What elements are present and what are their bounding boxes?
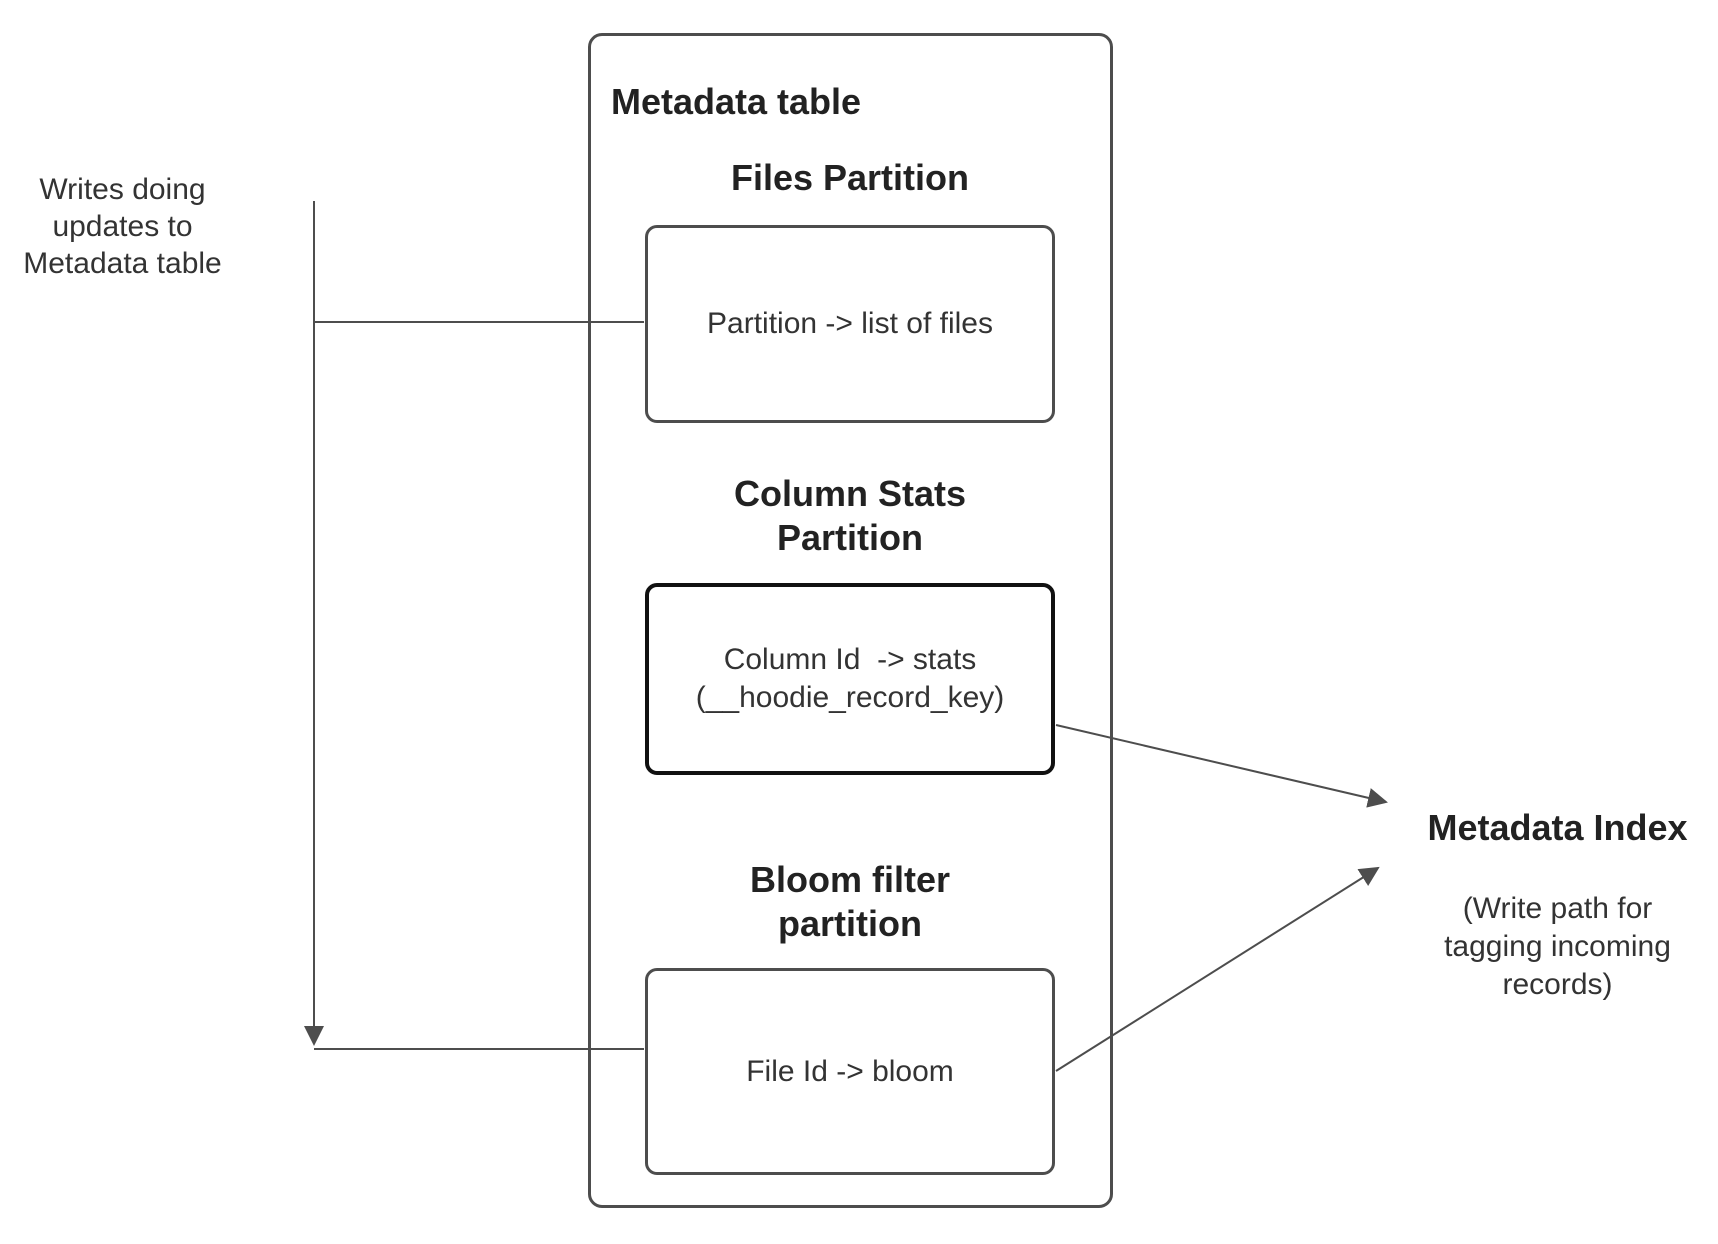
column-stats-box-text-line: (__hoodie_record_key) [695, 681, 1005, 714]
metadata-index-subtext-line: tagging incoming [1444, 930, 1671, 963]
metadata-index-subtext-line: records) [1502, 968, 1613, 1001]
files-partition-box: Partition -> list of files [645, 225, 1055, 423]
bloom-filter-box-text: File Id -> bloom [746, 1054, 954, 1088]
writes-note-line: Writes doing [39, 173, 206, 206]
files-partition-box-text: Partition -> list of files [707, 307, 993, 340]
column-stats-heading-line: Partition [776, 517, 923, 558]
bloom-filter-heading-line: partition [778, 903, 922, 944]
column-stats-box-text-line: Column Id -> stats [723, 643, 977, 676]
files-partition-heading: Files Partition [730, 157, 970, 198]
metadata-index-subtext: (Write path for tagging incoming records… [1400, 890, 1715, 1004]
writes-note: Writes doing updates to Metadata table [10, 171, 235, 282]
writes-note-line: Metadata table [23, 247, 222, 280]
bloom-filter-heading-line: Bloom filter [749, 859, 950, 900]
metadata-table-title: Metadata table [611, 81, 862, 122]
bloom-filter-partition-heading: Bloom filter partition [645, 858, 1055, 946]
metadata-index-subtext-line: (Write path for [1462, 892, 1653, 925]
writes-note-line: updates to [52, 210, 193, 243]
column-stats-partition-heading: Column Stats Partition [645, 472, 1055, 560]
metadata-index-heading: Metadata Index [1427, 807, 1688, 848]
bloom-filter-partition-box: File Id -> bloom [645, 968, 1055, 1175]
column-stats-heading-line: Column Stats [733, 473, 966, 514]
column-stats-partition-box: Column Id -> stats (__hoodie_record_key) [645, 583, 1055, 775]
metadata-table-box [588, 33, 1113, 1208]
